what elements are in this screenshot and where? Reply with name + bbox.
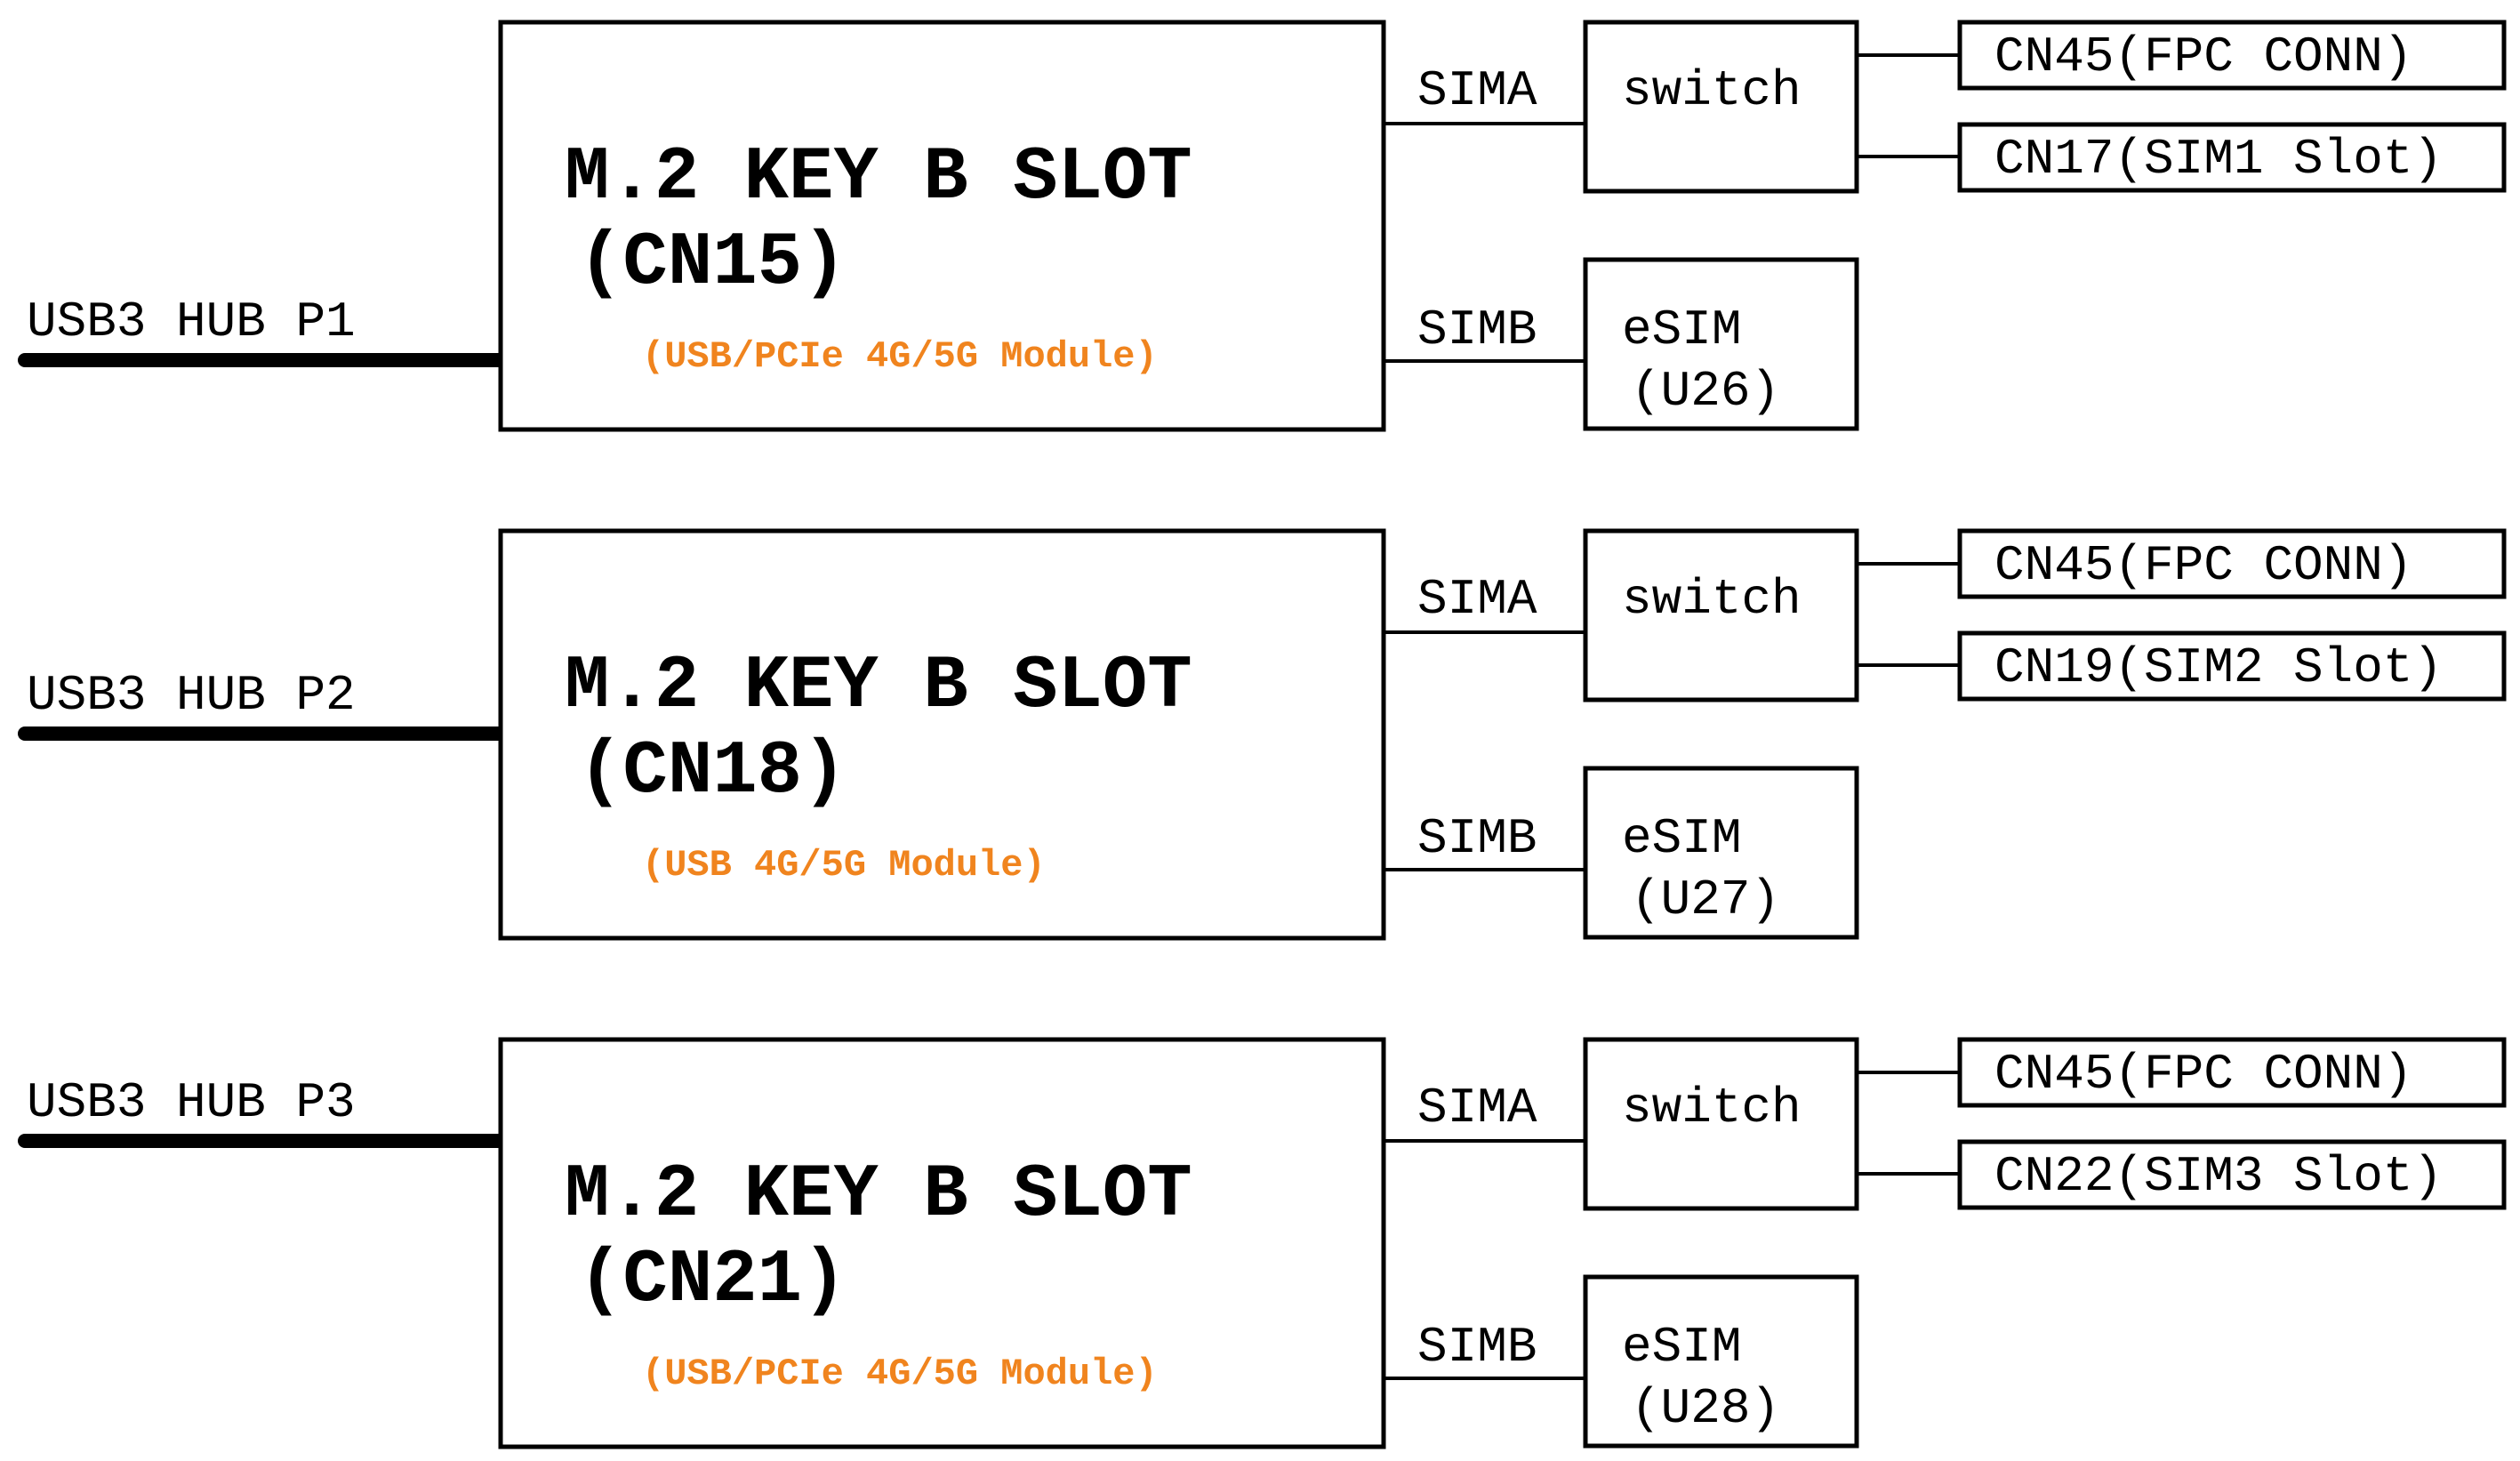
sima-label: SIMA [1417,571,1537,628]
slot-connector-id: (CN18) [578,730,847,815]
esim-box [1583,257,1859,431]
esim-label: eSIM [1622,301,1741,358]
simb-label: SIMB [1417,301,1537,358]
switch-label: switch [1622,571,1802,628]
switch-box [1583,20,1859,194]
hub-port-label: USB3 HUB P1 [27,293,356,350]
sim-slot-box [1957,1139,2507,1210]
m2-slot-box [498,528,1386,941]
esim-label: eSIM [1622,1319,1741,1376]
esim-id-label: (U26) [1631,363,1780,420]
sim-slot-label: CN17(SIM1 Slot) [1994,131,2443,188]
esim-box [1583,1274,1859,1449]
slot-title: M.2 KEY B SLOT [565,136,1192,221]
hub-port-label: USB3 HUB P2 [27,667,356,724]
module-type-note: (USB 4G/5G Module) [642,844,1046,887]
switch-label: switch [1622,1080,1802,1136]
simb-label: SIMB [1417,810,1537,867]
fpc-connector-label: CN45(FPC CONN) [1994,28,2412,85]
sim-slot-box [1957,630,2507,702]
esim-box [1583,766,1859,940]
slot-title: M.2 KEY B SLOT [565,645,1192,729]
switch-label: switch [1622,62,1802,119]
fpc-connector-label: CN45(FPC CONN) [1994,1046,2412,1103]
esim-id-label: (U27) [1631,871,1780,928]
slot-connector-id: (CN21) [578,1239,847,1323]
switch-box [1583,528,1859,702]
switch-box [1583,1037,1859,1211]
fpc-connector-box [1957,1037,2507,1108]
module-type-note: (USB/PCIe 4G/5G Module) [642,335,1158,378]
fpc-connector-box [1957,528,2507,599]
fpc-connector-box [1957,20,2507,91]
simb-label: SIMB [1417,1319,1537,1376]
esim-label: eSIM [1622,810,1741,867]
hub-port-label: USB3 HUB P3 [27,1074,356,1131]
slot-connector-id: (CN15) [578,221,847,306]
fpc-connector-label: CN45(FPC CONN) [1994,537,2412,594]
esim-id-label: (U28) [1631,1380,1780,1437]
module-type-note: (USB/PCIe 4G/5G Module) [642,1353,1158,1395]
m2-slot-box [498,20,1386,432]
slot-title: M.2 KEY B SLOT [565,1153,1192,1238]
sima-label: SIMA [1417,62,1537,119]
sim-slot-box [1957,122,2507,193]
sima-label: SIMA [1417,1080,1537,1136]
sim-slot-label: CN22(SIM3 Slot) [1994,1148,2443,1205]
m2-slot-box [498,1037,1386,1449]
sim-slot-label: CN19(SIM2 Slot) [1994,639,2443,696]
